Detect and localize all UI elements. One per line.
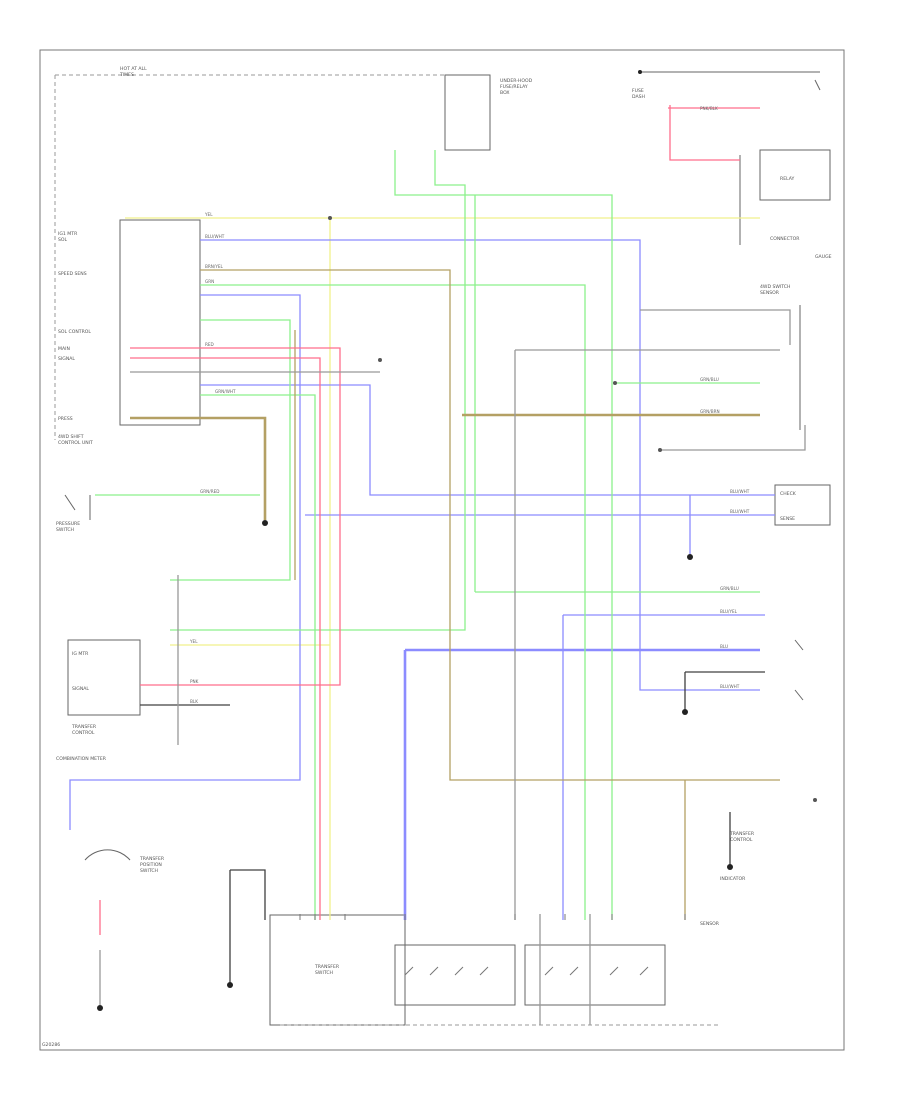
svg-text:SWITCH: SWITCH	[140, 868, 158, 874]
gauge-connector	[774, 484, 831, 526]
svg-text:4WD SWITCH: 4WD SWITCH	[760, 284, 790, 290]
svg-text:FUSE: FUSE	[632, 88, 644, 94]
svg-text:SENSOR: SENSOR	[760, 290, 780, 296]
svg-text:GAUGE: GAUGE	[815, 254, 832, 260]
fuse-block	[444, 74, 491, 151]
svg-text:GRN/RED: GRN/RED	[200, 489, 219, 494]
svg-text:POSITION: POSITION	[140, 862, 162, 868]
svg-text:PRESSURE: PRESSURE	[56, 521, 80, 527]
control-unit-box	[119, 219, 201, 426]
svg-text:TRANSFER: TRANSFER	[729, 831, 755, 837]
wire-red-main	[130, 347, 341, 686]
wire-blue-main	[200, 239, 760, 691]
svg-text:BLK: BLK	[190, 699, 198, 704]
svg-text:FUSE/RELAY: FUSE/RELAY	[500, 84, 528, 90]
svg-text:SIGNAL: SIGNAL	[72, 686, 89, 692]
svg-text:GRN/BLU: GRN/BLU	[700, 377, 719, 382]
svg-text:COMBINATION METER: COMBINATION METER	[56, 756, 107, 762]
junction-left	[394, 944, 516, 1006]
svg-text:GRN/WHT: GRN/WHT	[215, 389, 236, 394]
wire-brown-main	[130, 416, 267, 520]
svg-text:DASH: DASH	[632, 94, 645, 100]
svg-text:BLU/WHT: BLU/WHT	[205, 234, 225, 239]
svg-text:IG1 MTR: IG1 MTR	[58, 231, 78, 237]
svg-text:TRANSFER: TRANSFER	[71, 724, 97, 730]
svg-text:BLU/WHT: BLU/WHT	[730, 509, 750, 514]
svg-text:INDICATOR: INDICATOR	[720, 876, 746, 882]
svg-text:BLU/WHT: BLU/WHT	[730, 489, 750, 494]
svg-text:BLU/WHT: BLU/WHT	[720, 684, 740, 689]
ground-point-switch	[97, 1005, 103, 1011]
relay-box	[759, 149, 831, 201]
svg-text:CONNECTOR: CONNECTOR	[770, 236, 800, 242]
svg-text:SPEED SENS: SPEED SENS	[58, 271, 87, 277]
wire-green-main	[394, 150, 613, 920]
svg-text:PNK/BLK: PNK/BLK	[700, 106, 718, 111]
diagram-frame	[39, 49, 845, 1051]
svg-text:BOX: BOX	[500, 90, 510, 96]
svg-text:4WD SHIFT: 4WD SHIFT	[58, 434, 84, 440]
svg-text:IG MTR: IG MTR	[72, 651, 89, 657]
svg-text:YEL: YEL	[204, 212, 213, 217]
svg-text:BLU/YEL: BLU/YEL	[720, 609, 738, 614]
svg-text:TIMES: TIMES	[119, 72, 134, 78]
svg-text:SOL CONTROL: SOL CONTROL	[58, 329, 91, 335]
svg-text:SWITCH: SWITCH	[56, 527, 74, 533]
svg-text:UNDER-HOOD: UNDER-HOOD	[500, 78, 533, 84]
svg-text:HOT AT ALL: HOT AT ALL	[120, 66, 147, 72]
svg-text:YEL: YEL	[189, 639, 198, 644]
svg-text:SENSE: SENSE	[780, 516, 795, 522]
svg-text:BRN/YEL: BRN/YEL	[205, 264, 224, 269]
junction-right	[524, 944, 666, 1006]
svg-text:GRN/BRN: GRN/BRN	[700, 409, 720, 414]
svg-text:BLU: BLU	[720, 644, 728, 649]
svg-text:RED: RED	[205, 342, 214, 347]
ground-point-left	[227, 982, 233, 988]
svg-text:GRN/BLU: GRN/BLU	[720, 586, 739, 591]
svg-text:CONTROL UNIT: CONTROL UNIT	[58, 440, 93, 446]
svg-text:SOL: SOL	[58, 237, 68, 243]
svg-text:PRESS: PRESS	[58, 416, 73, 422]
svg-text:RELAY: RELAY	[780, 176, 795, 182]
bottom-terminals	[299, 914, 686, 976]
svg-text:SENSOR: SENSOR	[700, 921, 720, 927]
svg-text:PNK: PNK	[190, 679, 199, 684]
svg-text:TRANSFER: TRANSFER	[314, 964, 340, 970]
svg-text:CONTROL: CONTROL	[730, 837, 753, 843]
svg-text:SWITCH: SWITCH	[315, 970, 333, 976]
combination-meter-box	[67, 639, 141, 716]
diagram-code: G20286	[42, 1042, 60, 1048]
svg-text:MAIN: MAIN	[58, 346, 70, 352]
svg-text:TRANSFER: TRANSFER	[139, 856, 165, 862]
svg-text:CONTROL: CONTROL	[72, 730, 95, 736]
svg-text:CHECK: CHECK	[780, 491, 797, 497]
svg-text:GRN: GRN	[205, 279, 214, 284]
svg-text:SIGNAL: SIGNAL	[58, 356, 75, 362]
bottom-connector-left	[269, 914, 406, 1026]
